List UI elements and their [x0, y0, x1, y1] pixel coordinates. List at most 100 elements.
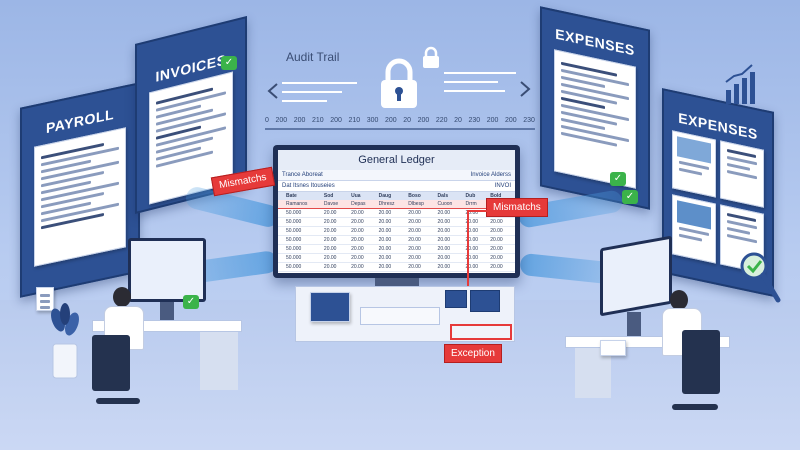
ledger-cell: 20.00 [376, 226, 407, 236]
ledger-cell: 20.00 [488, 217, 515, 227]
table-row: 50.00020.0020.0020.0020.0020.0020.0020.0… [278, 271, 515, 273]
ledger-cell [278, 208, 284, 218]
ledger-cell: 20.00 [406, 208, 436, 218]
lock-icon [381, 58, 417, 108]
ledger-cell: 20.00 [349, 208, 377, 218]
plant-icon [51, 303, 79, 379]
ledger-cell: 20.00 [406, 253, 436, 263]
ledger-cell: 20.00 [349, 217, 377, 227]
check-icon: ✓ [221, 56, 237, 70]
ledger-cell: 20.00 [376, 217, 407, 227]
right-arrow-icon [520, 81, 531, 97]
ledger-cell: 20.00 [463, 208, 489, 218]
right-chair-base [672, 404, 718, 410]
ledger-cell: 20.00 [463, 226, 489, 236]
ledger-cell: 20.00 [488, 235, 515, 245]
ledger-cell: 20.00 [463, 253, 489, 263]
audit-lines-right [444, 72, 516, 92]
ledger-cell: 20.00 [376, 235, 407, 245]
ledger-cell [278, 262, 284, 272]
ledger-cell: 50.000 [283, 226, 322, 236]
ledger-cell: 20.00 [376, 208, 407, 218]
payroll-sheet [34, 127, 126, 267]
ledger-cell [278, 226, 284, 236]
timeline-tick: 300 [366, 117, 379, 124]
ledger-cell: 20.00 [463, 235, 489, 245]
ledger-cell: 20.00 [463, 271, 489, 273]
ledger-column-header: Dals [435, 192, 464, 200]
ledger-column-header [278, 192, 284, 200]
ledger-cell: 50.000 [283, 217, 322, 227]
mismatch-connector [467, 210, 487, 212]
ledger-cell: 50.000 [283, 235, 322, 245]
check-icon: ✓ [622, 190, 638, 204]
ledger-cell: 20.00 [435, 208, 464, 218]
timeline-tick: 200 [293, 117, 306, 124]
mismatch-tag-right: Mismatchs [486, 198, 548, 217]
ledger-cell: 20.00 [435, 226, 464, 236]
lock-icon [423, 46, 439, 68]
ledger-cell: 20.00 [406, 226, 436, 236]
ledger-cell: 20.00 [488, 262, 515, 272]
ledger-cell: 20.00 [349, 235, 377, 245]
expenses-back-panel: EXPENSES [540, 6, 650, 210]
ledger-cell: 20.00 [321, 208, 350, 218]
ledger-cell: 20.00 [488, 253, 515, 263]
ledger-cell: 20.00 [349, 271, 377, 273]
ledger-column-header: Boso [406, 192, 436, 200]
ledger-cell: 20.00 [435, 262, 464, 272]
ledger-cell: 20.00 [406, 217, 436, 227]
ledger-cell: 20.00 [376, 244, 407, 254]
desk-document [600, 340, 626, 356]
left-person-head [113, 287, 131, 307]
ledger-cell: 20.00 [376, 253, 407, 263]
expense-receipt [720, 140, 764, 208]
ledger-column-header: Dub [463, 192, 489, 200]
timeline-tick: 200 [275, 117, 288, 124]
ledger-cell: 50.000 [283, 262, 322, 272]
ledger-cell: 20.00 [463, 217, 489, 227]
ledger-cell: 20.00 [321, 226, 350, 236]
check-icon: ✓ [183, 295, 199, 309]
ledger-cell: 20.00 [349, 253, 377, 263]
ledger-cell: Davse [321, 200, 350, 209]
ledger-cell: Ramanos [283, 200, 322, 209]
dashboard-tablet [310, 292, 350, 322]
left-monitor-stand [160, 302, 174, 320]
ledger-cell: Depas [349, 200, 377, 209]
ledger-cell: 20.00 [406, 271, 436, 273]
left-chair [92, 335, 130, 391]
ledger-cell: 20.00 [463, 244, 489, 254]
timeline-tick: 220 [435, 117, 448, 124]
ledger-header-right: INVOI [494, 183, 511, 189]
timeline-tick: 200 [330, 117, 342, 124]
ledger-column-header: Bold [488, 192, 515, 200]
payroll-panel: PAYROLL [20, 82, 140, 298]
ledger-cell: Cuoon [435, 200, 464, 209]
left-workstation-monitor [128, 238, 206, 302]
ledger-cell [278, 217, 284, 227]
keyboard [360, 307, 440, 325]
right-desk-panel [575, 348, 611, 398]
ledger-cell: 20.00 [406, 262, 436, 272]
ledger-cell: 20.00 [349, 262, 377, 272]
ledger-cell: 20.00 [406, 244, 436, 254]
ledger-cell [278, 235, 284, 245]
ledger-cell: 20.00 [488, 271, 515, 273]
audit-trail-label: Audit Trail [286, 50, 340, 64]
expenses-back-sheet [554, 49, 636, 189]
right-person-head [670, 290, 688, 310]
right-chair [682, 330, 720, 394]
right-workstation-monitor [600, 235, 672, 317]
expense-receipt [672, 130, 716, 198]
timeline-tick: 210 [311, 117, 324, 124]
timeline-tick: 200 [417, 117, 430, 124]
